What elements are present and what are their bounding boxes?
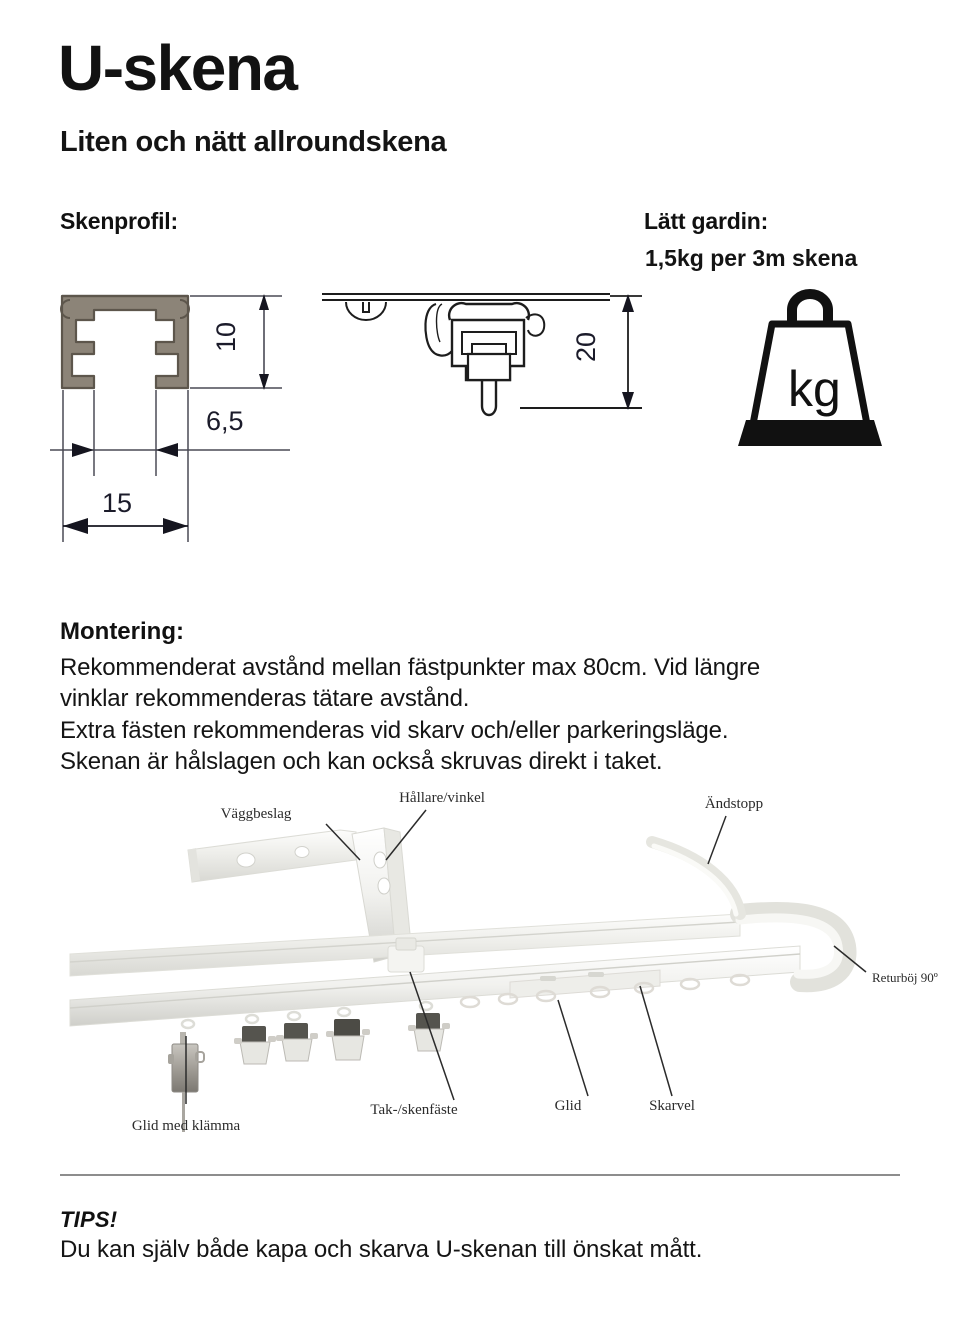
wall-bracket-part [187, 829, 372, 883]
mounting-instructions: Rekommenderat avstånd mellan fästpunkter… [60, 652, 900, 778]
callout-label-tak-skenfaste: Tak-/skenfäste [370, 1102, 458, 1118]
callout-label-hallare-vinkel: Hållare/vinkel [399, 790, 485, 806]
weight-icon-label: kg [788, 361, 841, 417]
leader-returboj [833, 945, 867, 973]
weight-kg-icon: kg [738, 289, 882, 446]
dimension-extension-lines [62, 390, 189, 542]
section-heading-montering: Montering: [60, 618, 184, 645]
dimension-inner-6-5: 6,5 [50, 406, 290, 457]
callout-label-returboj: Returböj 90º [872, 970, 938, 985]
profile-cross-section-drawing [60, 294, 190, 390]
section-heading-skenprofil: Skenprofil: [60, 208, 178, 234]
callout-label-skarvel: Skarvel [649, 1098, 695, 1114]
callout-leader-lines [185, 809, 867, 1104]
mounted-rail-section-drawing [322, 293, 642, 417]
glide-part [276, 1010, 318, 1062]
parts-diagram: Väggbeslag Hållare/vinkel Ändstopp Retur… [40, 786, 960, 1146]
glide-part [326, 1006, 370, 1061]
dimension-height-20: 20 [571, 294, 642, 410]
dimension-label-10: 10 [211, 322, 241, 352]
dimension-arrow-up [259, 294, 269, 310]
leader-vaggbeslag [325, 823, 361, 861]
section-heading-latt-gardin: Lätt gardin: [644, 208, 769, 234]
mounting-line-4: Skenan är hålslagen och kan också skruva… [60, 748, 663, 776]
leader-glid [557, 999, 589, 1097]
glide-part [408, 1000, 450, 1052]
glide-part [234, 1013, 276, 1065]
return-bend-part [646, 836, 857, 993]
callout-label-glid: Glid [555, 1098, 582, 1114]
page-subtitle: Liten och nätt allroundskena [60, 126, 447, 158]
glide-eyelets [459, 973, 751, 1009]
section-divider [60, 1174, 900, 1176]
dimension-width-15: 15 [63, 488, 188, 534]
tips-heading: TIPS! [60, 1207, 118, 1232]
dimension-arrow-down [259, 374, 269, 390]
dimension-label-6-5: 6,5 [206, 406, 244, 436]
leader-andstopp [707, 815, 727, 865]
glides-with-clamps [168, 1000, 450, 1132]
technical-drawings: 10 6,5 15 [50, 280, 930, 570]
dimension-height-10 [190, 295, 282, 389]
leader-tak-skenfaste [409, 971, 455, 1101]
dimension-label-20: 20 [571, 332, 601, 362]
page-title: U-skena [58, 32, 298, 104]
glide-with-clamp-part [168, 1018, 205, 1132]
mounting-line-3: Extra fästen rekommenderas vid skarv och… [60, 716, 729, 744]
load-capacity-text: 1,5kg per 3m skena [645, 245, 858, 271]
leader-skarvel [639, 985, 673, 1097]
rail-photo-illustration [69, 827, 857, 1132]
callout-label-glid-med-klamma: Glid med klämma [132, 1118, 241, 1134]
ceiling-rail-fixture-part [387, 937, 425, 973]
callout-label-vaggbeslag: Väggbeslag [221, 806, 292, 822]
leader-hallare-vinkel [385, 809, 427, 861]
mounting-line-1: Rekommenderat avstånd mellan fästpunkter… [60, 654, 761, 681]
tips-text: Du kan själv både kapa och skarva U-sken… [60, 1236, 703, 1263]
callout-label-andstopp: Ändstopp [705, 795, 763, 812]
dimension-label-15: 15 [102, 488, 132, 518]
mounting-line-2: vinklar rekommenderas tätare avstånd. [60, 685, 470, 713]
